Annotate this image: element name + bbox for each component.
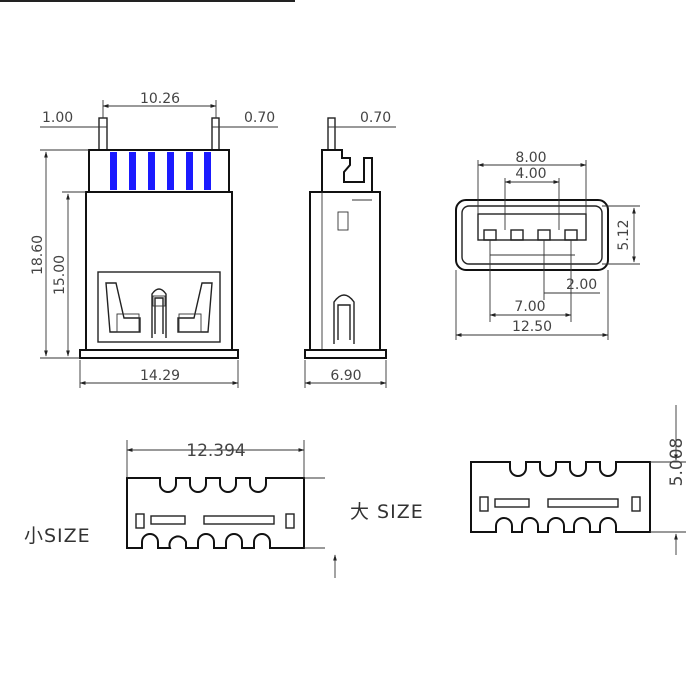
port-contact-1 bbox=[483, 229, 497, 241]
contact-4 bbox=[167, 152, 174, 190]
shell-feet bbox=[79, 349, 239, 359]
contact-1 bbox=[110, 152, 117, 190]
footprint-small: 12.394 小SIZE bbox=[24, 440, 337, 578]
dim-body-height-text: 15.00 bbox=[52, 255, 68, 295]
large-pad-right bbox=[631, 496, 641, 512]
small-pad-right bbox=[285, 513, 295, 529]
left-pin bbox=[98, 117, 108, 151]
side-feet bbox=[304, 349, 387, 359]
port-contact-3 bbox=[537, 229, 551, 241]
port-dim-pitch-outer-text: 4.00 bbox=[515, 166, 546, 182]
center-latch-tab bbox=[152, 295, 166, 307]
port-tongue bbox=[477, 213, 587, 241]
port-dim-height-text: 5.12 bbox=[616, 219, 632, 250]
right-latch bbox=[177, 282, 213, 333]
port-contact-2 bbox=[510, 229, 524, 241]
blue-contacts bbox=[110, 152, 211, 190]
large-slot-short bbox=[494, 498, 530, 508]
dim-total-height-text: 18.60 bbox=[30, 235, 46, 275]
contact-5 bbox=[186, 152, 193, 190]
side-dim-depth-text: 6.90 bbox=[330, 368, 361, 384]
side-body bbox=[309, 191, 381, 351]
contact-6 bbox=[204, 152, 211, 190]
port-dim-span-text: 7.00 bbox=[514, 299, 545, 315]
small-dim-width-text: 12.394 bbox=[186, 441, 245, 461]
contact-2 bbox=[129, 152, 136, 190]
large-pad-left bbox=[479, 496, 489, 512]
center-latch bbox=[151, 288, 167, 338]
port-contacts bbox=[483, 229, 578, 241]
contact-3 bbox=[148, 152, 155, 190]
inner-opening bbox=[97, 271, 221, 343]
right-latch-pad bbox=[178, 313, 202, 333]
side-spring bbox=[333, 294, 355, 344]
side-dim-pin-text: 0.70 bbox=[360, 110, 391, 126]
side-pin bbox=[327, 117, 336, 151]
port-dim-pitch-text: 2.00 bbox=[566, 277, 597, 293]
small-outline bbox=[126, 477, 305, 549]
footprint-large: 5.008 大 SIZE bbox=[350, 405, 687, 555]
left-latch bbox=[105, 282, 141, 333]
side-slot bbox=[337, 211, 349, 231]
dim-pin-thickness-text: 0.70 bbox=[244, 110, 275, 126]
port-view: 8.00 4.00 5.12 2.00 7.00 12.50 bbox=[455, 150, 640, 340]
port-contact-4 bbox=[564, 229, 578, 241]
port-outer-shell bbox=[455, 199, 609, 271]
dim-body-width-text: 14.29 bbox=[140, 368, 180, 384]
port-dim-tongue-text: 8.00 bbox=[515, 150, 546, 166]
front-view: 10.26 1.00 0.70 18.60 15.00 14.29 bbox=[30, 91, 278, 388]
side-view: 0.70 6.90 bbox=[304, 110, 396, 388]
small-pad-left bbox=[135, 513, 145, 529]
large-outline bbox=[470, 461, 651, 533]
port-inner-shell bbox=[461, 205, 603, 265]
small-slot-short bbox=[150, 515, 186, 525]
small-size-label: 小SIZE bbox=[24, 525, 91, 547]
large-dim-height-text: 5.008 bbox=[667, 438, 687, 487]
small-slot-long bbox=[203, 515, 275, 525]
right-pin bbox=[211, 117, 220, 151]
port-dim-shell-text: 12.50 bbox=[512, 319, 552, 335]
left-latch-pad bbox=[116, 313, 140, 333]
large-slot-long bbox=[547, 498, 619, 508]
large-size-label: 大 SIZE bbox=[350, 501, 424, 523]
dim-pin-width-text: 1.00 bbox=[42, 110, 73, 126]
dim-pin-span-text: 10.26 bbox=[140, 91, 180, 107]
shell-body bbox=[85, 191, 233, 351]
side-pin-block bbox=[321, 149, 373, 193]
